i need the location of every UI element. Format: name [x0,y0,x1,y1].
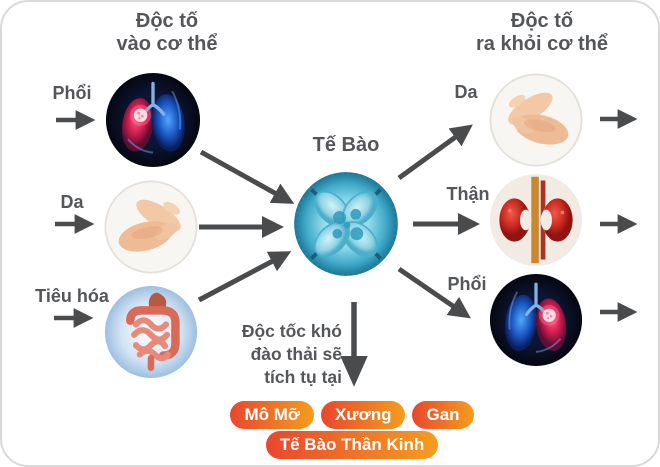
hands-skin-image [489,73,583,167]
accumulation-note-line1: Độc tốc khó [241,321,342,341]
label-skin-in: Da [60,192,84,212]
accumulation-note-line3: tích tụ tại [264,367,342,387]
label-kidneys-out: Thận [446,184,490,204]
arrow-lungs-to-cell [199,149,295,204]
pill-row-2: Tế Bào Thần Kinh [265,431,439,459]
label-lungs-out: Phổi [447,274,487,294]
label-digestive-in: Tiêu hóa [35,286,109,306]
right-title-line2: ra khỏi cơ thể [475,33,609,55]
arrow-digestive-to-cell [197,251,292,303]
cell-label: Tế Bào [312,134,380,156]
right-title-line1: Độc tố [510,10,574,32]
pill-nerve-cells: Tế Bào Thần Kinh [265,431,439,459]
pill-row-1: Mô Mỡ Xương Gan [230,401,474,429]
accumulation-note: Độc tốc khó đào thải sẽ tích tụ tại [202,320,342,389]
hands-skin-image [104,180,198,274]
kidneys-image [489,173,583,267]
arrow-cell-to-skin [397,124,473,181]
accumulation-pills: Mô Mỡ Xương Gan Tế Bào Thần Kinh [205,401,499,459]
lungs-image [105,72,201,168]
digestive-tract-image [104,285,198,379]
accumulation-note-line2: đào thải sẽ [250,344,342,364]
pill-liver: Gan [412,401,474,429]
pill-fat-tissue: Mô Mỡ [230,401,314,429]
cell-image [292,170,400,278]
left-title: Độc tố vào cơ thể [87,10,247,56]
left-title-line1: Độc tố [135,10,199,32]
pill-bone: Xương [320,401,406,429]
lungs-image [489,273,583,367]
label-lungs-in: Phổi [52,83,92,103]
right-title: Độc tố ra khỏi cơ thể [454,10,630,56]
left-title-line2: vào cơ thể [116,33,218,55]
label-skin-out: Da [454,82,478,102]
arrow-cell-to-lungs [397,266,471,319]
